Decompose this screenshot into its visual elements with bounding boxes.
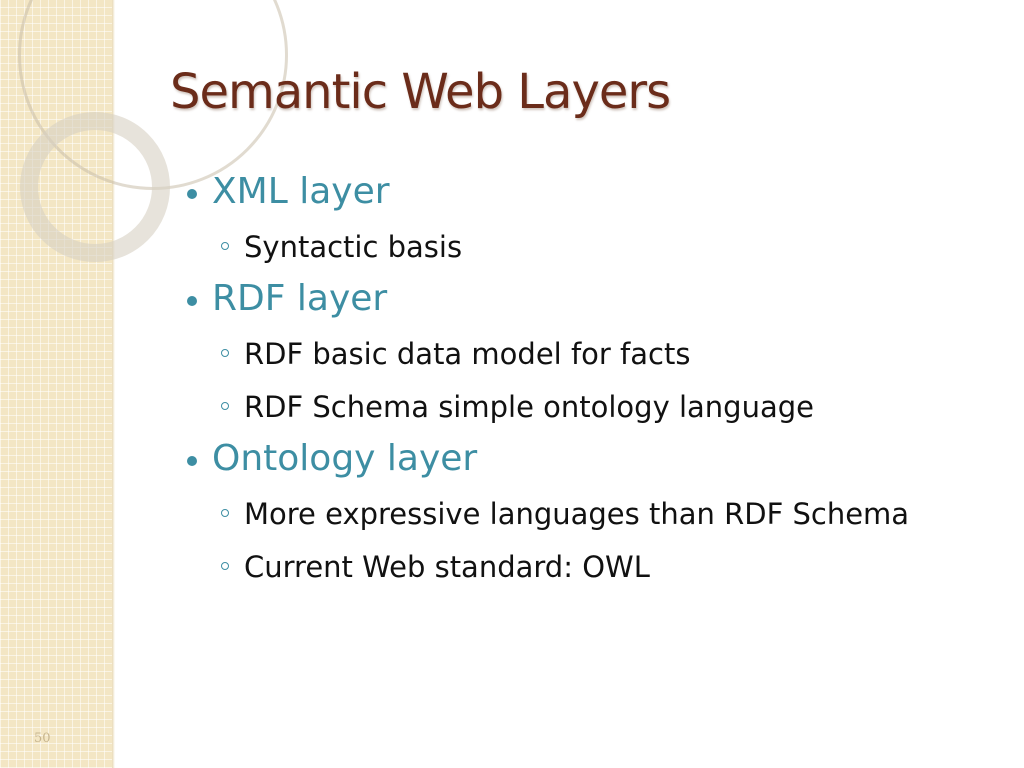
slide-title: Semantic Web Layers (170, 64, 671, 120)
subbullet-rdf-data-model: RDF basic data model for facts (184, 329, 1004, 382)
bullet-xml-layer: XML layer (184, 168, 1004, 222)
bullet-ontology-layer: Ontology layer (184, 435, 1004, 489)
bullet-dot-icon (187, 296, 197, 306)
subbullet-syntactic-basis: Syntactic basis (184, 222, 1004, 275)
subbullet-text: RDF Schema simple ontology language (244, 390, 814, 424)
bullet-text: XML layer (212, 171, 390, 212)
side-band-edge (112, 0, 115, 768)
subbullet-expressive-languages: More expressive languages than RDF Schem… (184, 489, 1004, 542)
subbullet-text: Syntactic basis (244, 230, 463, 264)
subbullet-text: RDF basic data model for facts (244, 337, 691, 371)
subbullet-rdf-schema: RDF Schema simple ontology language (184, 382, 1004, 435)
bullet-text: Ontology layer (212, 438, 478, 479)
slide-number: 50 (34, 731, 51, 746)
bullet-ring-icon (221, 562, 229, 570)
bullet-rdf-layer: RDF layer (184, 275, 1004, 329)
bullet-ring-icon (221, 402, 229, 410)
bullet-dot-icon (187, 189, 197, 199)
subbullet-text: More expressive languages than RDF Schem… (244, 497, 910, 531)
decorative-small-ring (20, 112, 170, 262)
subbullet-text: Current Web standard: OWL (244, 550, 650, 584)
bullet-ring-icon (221, 509, 229, 517)
bullet-text: RDF layer (212, 278, 388, 319)
subbullet-owl-standard: Current Web standard: OWL (184, 542, 1004, 595)
bullet-dot-icon (187, 456, 197, 466)
bullet-ring-icon (221, 242, 229, 250)
bullet-list: XML layer Syntactic basis RDF layer RDF … (184, 168, 1004, 595)
bullet-ring-icon (221, 349, 229, 357)
